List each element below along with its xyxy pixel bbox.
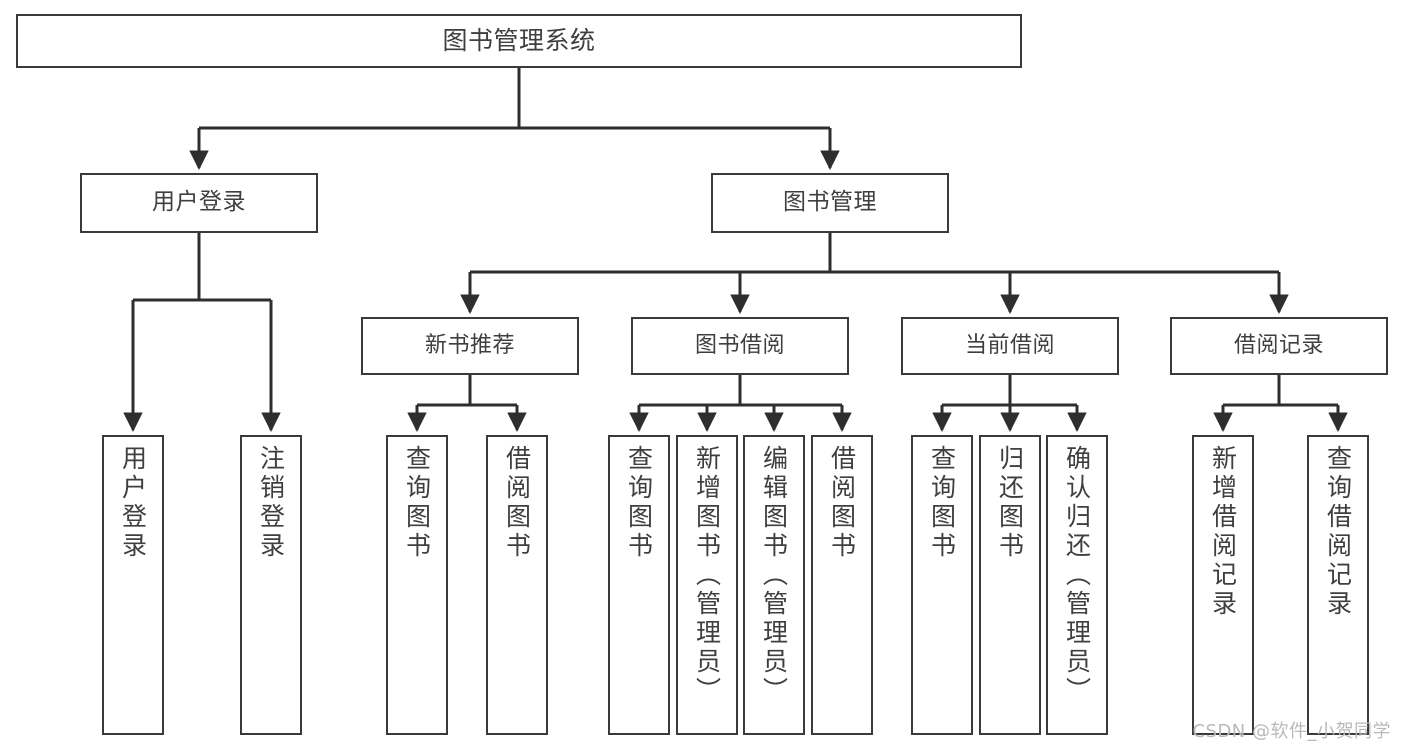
- node-leaf-edit-book-label: 编辑图书（管理员）: [759, 445, 789, 706]
- node-leaf-query-book-1[interactable]: 查询图书: [386, 435, 448, 735]
- node-book-borrow[interactable]: 图书借阅: [631, 317, 849, 375]
- node-current-borrow-label: 当前借阅: [964, 333, 1055, 359]
- node-user-login[interactable]: 用户登录: [80, 173, 318, 233]
- watermark: CSDN @软件_小贺同学: [1192, 721, 1391, 742]
- node-leaf-edit-book[interactable]: 编辑图书（管理员）: [743, 435, 805, 735]
- node-new-book-rec-label: 新书推荐: [424, 333, 515, 359]
- node-leaf-borrow-book-1-label: 借阅图书: [502, 445, 532, 561]
- node-book-manage[interactable]: 图书管理: [711, 173, 949, 233]
- node-leaf-query-book-2[interactable]: 查询图书: [608, 435, 670, 735]
- node-new-book-rec[interactable]: 新书推荐: [361, 317, 579, 375]
- node-leaf-borrow-book-1[interactable]: 借阅图书: [486, 435, 548, 735]
- node-leaf-borrow-book-2[interactable]: 借阅图书: [811, 435, 873, 735]
- node-leaf-confirm-return[interactable]: 确认归还（管理员）: [1046, 435, 1108, 735]
- node-book-borrow-label: 图书借阅: [694, 333, 785, 359]
- node-leaf-logout[interactable]: 注销登录: [240, 435, 302, 735]
- node-leaf-logout-label: 注销登录: [256, 445, 286, 561]
- node-leaf-return-book-label: 归还图书: [995, 445, 1025, 561]
- node-leaf-return-book[interactable]: 归还图书: [979, 435, 1041, 735]
- node-current-borrow[interactable]: 当前借阅: [901, 317, 1119, 375]
- node-leaf-add-record[interactable]: 新增借阅记录: [1192, 435, 1254, 735]
- node-root-label: 图书管理系统: [442, 26, 596, 56]
- node-leaf-user-login-label: 用户登录: [118, 445, 148, 561]
- node-leaf-query-book-3-label: 查询图书: [927, 445, 957, 561]
- node-borrow-record[interactable]: 借阅记录: [1170, 317, 1388, 375]
- node-leaf-add-record-label: 新增借阅记录: [1208, 445, 1238, 619]
- node-leaf-user-login[interactable]: 用户登录: [102, 435, 164, 735]
- node-leaf-query-book-2-label: 查询图书: [624, 445, 654, 561]
- node-leaf-add-book[interactable]: 新增图书（管理员）: [676, 435, 738, 735]
- node-leaf-confirm-return-label: 确认归还（管理员）: [1062, 445, 1092, 706]
- node-book-manage-label: 图书管理: [783, 189, 877, 216]
- node-leaf-query-book-3[interactable]: 查询图书: [911, 435, 973, 735]
- node-user-login-label: 用户登录: [152, 189, 246, 216]
- node-leaf-add-book-label: 新增图书（管理员）: [692, 445, 722, 706]
- node-leaf-query-book-1-label: 查询图书: [402, 445, 432, 561]
- node-borrow-record-label: 借阅记录: [1233, 333, 1324, 359]
- node-leaf-query-record[interactable]: 查询借阅记录: [1307, 435, 1369, 735]
- node-leaf-borrow-book-2-label: 借阅图书: [827, 445, 857, 561]
- node-leaf-query-record-label: 查询借阅记录: [1323, 445, 1353, 619]
- node-root[interactable]: 图书管理系统: [16, 14, 1022, 68]
